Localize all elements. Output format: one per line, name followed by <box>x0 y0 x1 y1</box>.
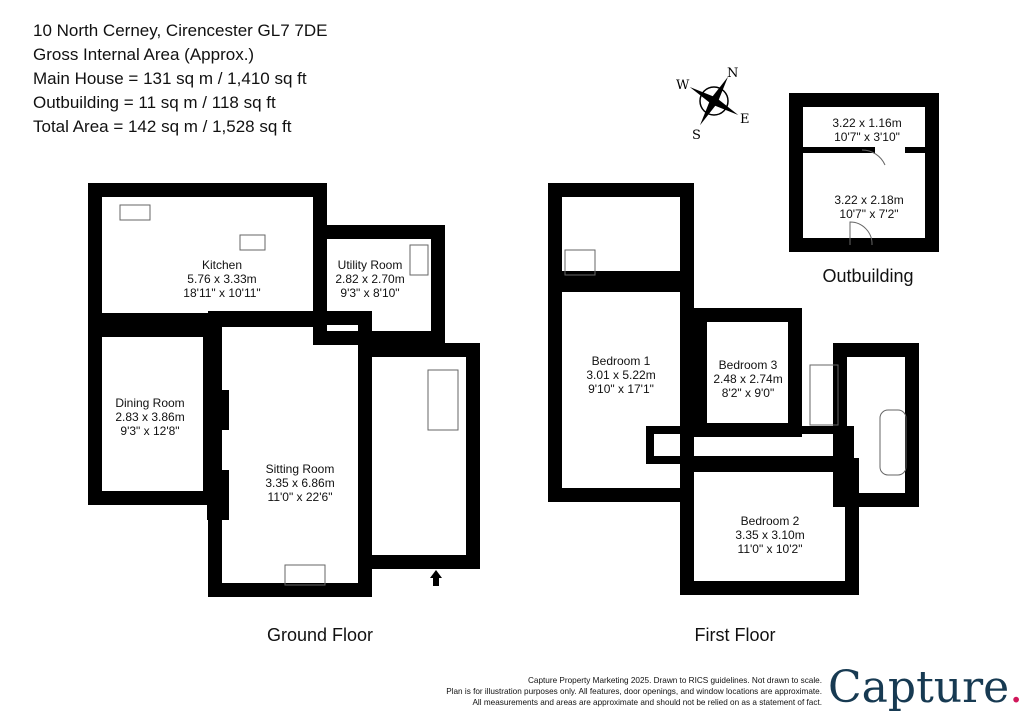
fireplace <box>284 564 326 586</box>
disclaimer-line-3: All measurements and areas are approxima… <box>472 698 822 707</box>
room-name: Utility Room <box>337 258 403 272</box>
disclaimer-line-1: Capture Property Marketing 2025. Drawn t… <box>528 676 822 685</box>
room-sitting: Sitting Room 3.35 x 6.86m 11'0" x 22'6" <box>265 462 334 504</box>
ground-floor-label: Ground Floor <box>266 625 374 645</box>
room-name: Bedroom 1 <box>591 354 651 368</box>
room-imperial: 10'7" x 7'2" <box>839 207 899 221</box>
outbuilding-main: 3.22 x 2.18m 10'7" x 7'2" <box>834 193 903 221</box>
compass-icon: N E S W <box>676 66 750 143</box>
bathroom-walls <box>548 183 694 285</box>
disclaimer: Capture Property Marketing 2025. Drawn t… <box>446 675 822 708</box>
outbuilding-walls <box>789 93 939 252</box>
kitchen-walls <box>88 183 327 327</box>
utility-walls <box>313 225 445 345</box>
shower <box>564 249 596 276</box>
room-imperial: 18'11" x 10'11" <box>183 286 261 300</box>
room-metric: 3.35 x 6.86m <box>265 476 335 490</box>
compass-w: W <box>676 78 690 93</box>
main-house-area: Main House = 131 sq m / 1,410 sq ft <box>33 69 307 88</box>
entrance-arrow-icon <box>430 570 442 586</box>
first-floor-label: First Floor <box>694 625 776 645</box>
hob <box>239 234 266 251</box>
room-bedroom-2: Bedroom 2 3.35 x 3.10m 11'0" x 10'2" <box>735 514 804 556</box>
room-metric: 2.83 x 3.86m <box>115 410 185 424</box>
utility-sink <box>409 244 429 276</box>
kitchen-sink <box>119 204 151 221</box>
walls <box>88 93 939 597</box>
compass-s: S <box>692 128 701 143</box>
room-bedroom-3: Bedroom 3 2.48 x 2.74m 8'2" x 9'0" <box>713 358 782 400</box>
room-imperial: 9'3" x 8'10" <box>340 286 400 300</box>
room-metric: 3.01 x 5.22m <box>586 368 656 382</box>
room-name: Dining Room <box>115 396 185 410</box>
bedroom2-walls <box>680 458 859 595</box>
room-metric: 2.82 x 2.70m <box>335 272 405 286</box>
room-imperial: 10'7" x 3'10" <box>834 130 900 144</box>
room-imperial: 9'10" x 17'1" <box>588 382 654 396</box>
outbuilding-area: Outbuilding = 11 sq m / 118 sq ft <box>33 93 276 112</box>
room-metric: 2.48 x 2.74m <box>713 372 783 386</box>
total-area: Total Area = 142 sq m / 1,528 sq ft <box>33 117 292 136</box>
disclaimer-line-2: Plan is for illustration purposes only. … <box>446 687 822 696</box>
room-bedroom-1: Bedroom 1 3.01 x 5.22m 9'10" x 17'1" <box>586 354 655 396</box>
outbuilding-entrance <box>849 221 873 246</box>
stairs-first <box>809 364 839 426</box>
room-metric: 3.22 x 2.18m <box>834 193 904 207</box>
room-name: Kitchen <box>201 258 243 272</box>
capture-logo: Capture. <box>828 662 1023 713</box>
fixtures <box>119 149 907 586</box>
room-kitchen: Kitchen 5.76 x 3.33m 18'11" x 10'11" <box>183 258 260 300</box>
room-metric: 5.76 x 3.33m <box>187 272 257 286</box>
logo-dot: . <box>1009 662 1024 713</box>
compass-e: E <box>740 112 750 127</box>
outbuilding-label: Outbuilding <box>822 266 914 286</box>
chimney-2 <box>207 470 229 520</box>
room-metric: 3.22 x 1.16m <box>832 116 902 130</box>
room-imperial: 9'3" x 12'8" <box>120 424 180 438</box>
compass-n: N <box>727 66 738 81</box>
bathroom2-walls <box>833 343 919 507</box>
address: 10 North Cerney, Cirencester GL7 7DE <box>33 21 328 40</box>
outbuilding-store: 3.22 x 1.16m 10'7" x 3'10" <box>832 116 901 144</box>
room-imperial: 11'0" x 22'6" <box>267 490 333 504</box>
bedroom1-walls <box>548 278 694 502</box>
room-dining: Dining Room 2.83 x 3.86m 9'3" x 12'8" <box>115 396 184 438</box>
room-name: Sitting Room <box>265 462 335 476</box>
sitting-walls <box>208 311 372 597</box>
room-name: Bedroom 2 <box>740 514 800 528</box>
bath <box>879 409 907 476</box>
gia-heading: Gross Internal Area (Approx.) <box>33 45 255 64</box>
chimney-1 <box>207 390 229 430</box>
hall-walls <box>358 343 480 569</box>
room-imperial: 11'0" x 10'2" <box>737 542 803 556</box>
room-name: Bedroom 3 <box>718 358 778 372</box>
room-imperial: 8'2" x 9'0" <box>721 386 775 400</box>
logo-text: Capture <box>828 662 1010 713</box>
room-metric: 3.35 x 3.10m <box>735 528 805 542</box>
stairs-ground <box>427 369 459 431</box>
outbuilding-door <box>861 149 886 166</box>
room-utility: Utility Room 2.82 x 2.70m 9'3" x 8'10" <box>335 258 404 300</box>
